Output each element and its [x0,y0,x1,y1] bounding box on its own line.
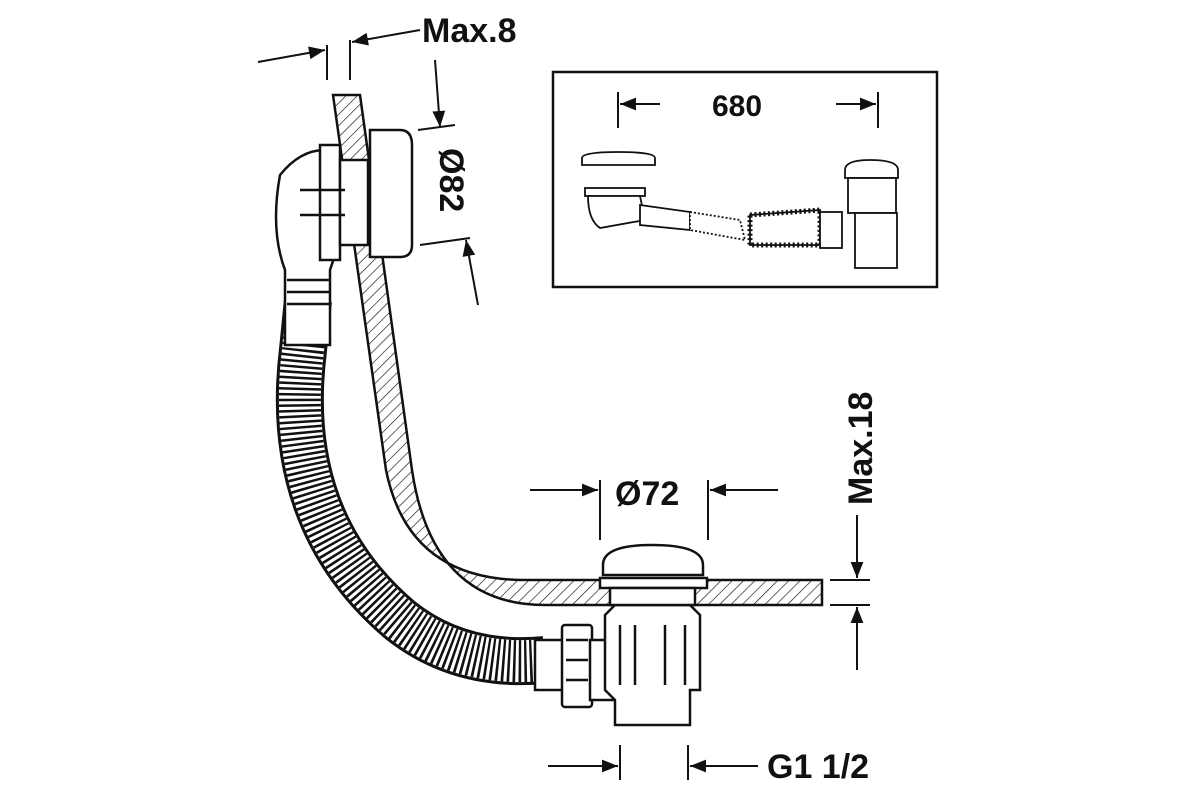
corrugated-hose [275,297,548,686]
drain-cap [601,543,705,577]
overflow-cover [368,128,414,259]
label-max18: Max.18 [842,392,880,505]
label-680: 680 [712,90,762,123]
overflow-elbow [274,128,414,347]
label-max8: Max.8 [422,12,517,50]
label-d82: Ø82 [432,148,470,212]
label-d72: Ø72 [615,475,679,513]
label-thread: G1 1/2 [767,748,869,786]
inset-overview: 680 [551,70,939,289]
dimension-lines [257,29,870,780]
drain-assembly [533,543,709,727]
